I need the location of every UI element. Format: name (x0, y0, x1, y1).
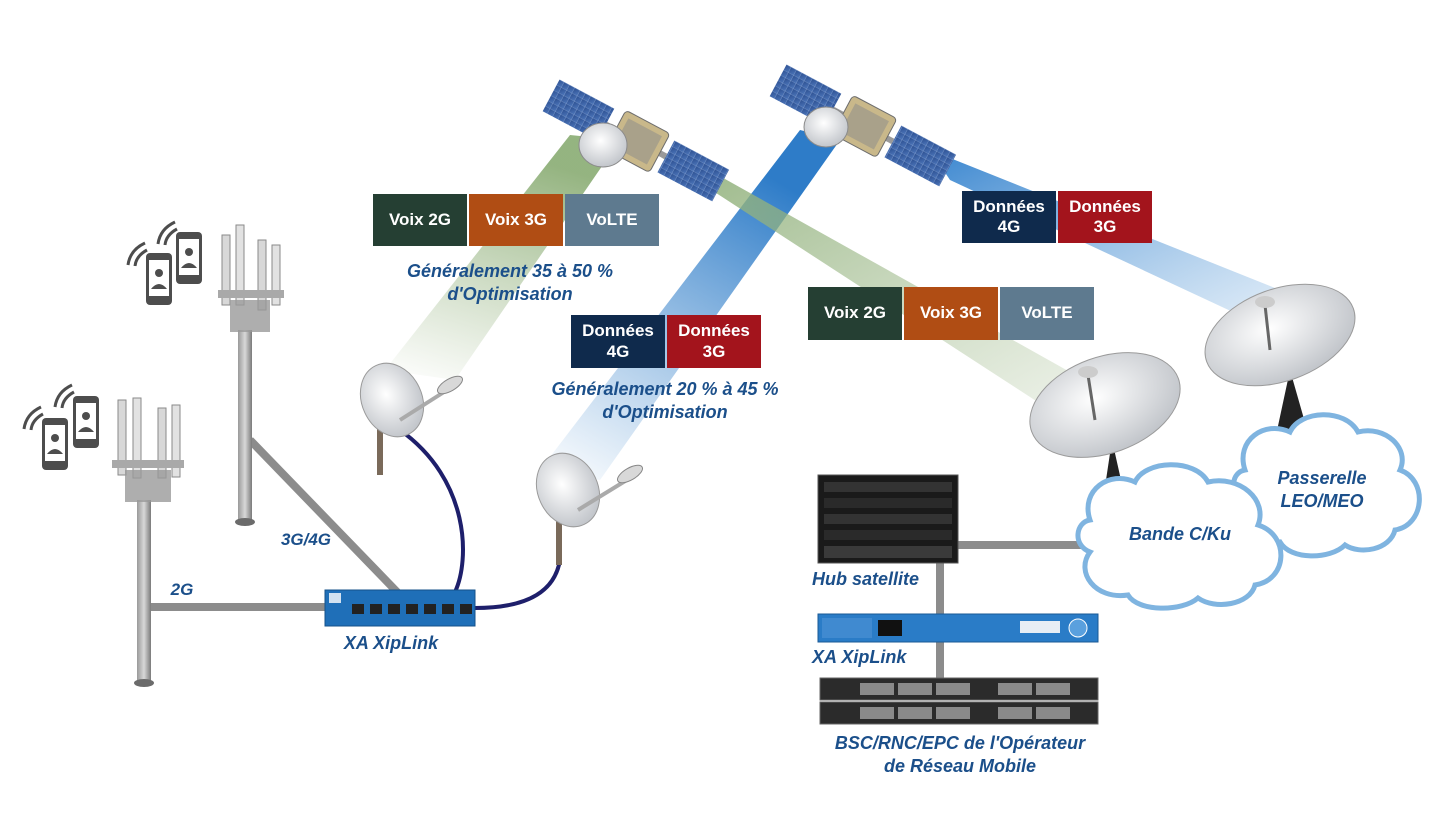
wifi-signal-icon (126, 220, 178, 267)
dish-icon (359, 362, 463, 475)
xa-xiplink-left-label: XA XipLink (343, 633, 439, 653)
data-4g-box: Données 4G (962, 191, 1056, 243)
data-4g-box: Données 4G (571, 315, 665, 368)
backhaul-links (150, 437, 1085, 680)
volte-box: VoLTE (565, 194, 659, 246)
label-line: LEO/MEO (1280, 490, 1364, 511)
link-3g4g-label: 3G/4G (280, 530, 332, 549)
optimization-voice-label: Généralement 35 à 50 % d'Optimisation (380, 260, 640, 305)
box-line: Données (973, 196, 1045, 216)
voice-2g-box: Voix 2G (373, 194, 467, 246)
label-line: Passerelle (1277, 468, 1367, 488)
cloud-icon (1075, 462, 1284, 611)
label-line: BSC/RNC/EPC de l'Opérateur (834, 733, 1086, 753)
link-2g-label: 2G (170, 580, 194, 599)
voice-3g-box: Voix 3G (469, 194, 563, 246)
voice-2g-box: Voix 2G (808, 287, 902, 340)
beam-voice-right (650, 150, 1120, 410)
server-icon (819, 677, 1099, 725)
voice-3g-box: Voix 3G (904, 287, 998, 340)
box-line: 3G (1093, 217, 1117, 236)
data-3g-box: Données 3G (1058, 191, 1152, 243)
wifi-signal-icon (22, 383, 75, 431)
box-line: Données (582, 321, 654, 341)
hub-satellite-label: Hub satellite (812, 569, 920, 589)
smartphone-icon (42, 418, 68, 470)
box-line: 4G (606, 341, 630, 361)
bsc-rnc-epc-label: BSC/RNC/EPC de l'Opérateur de Réseau Mob… (810, 732, 1110, 777)
cloud-band-label: Bande C/Ku (1128, 524, 1231, 544)
label-line: d'Optimisation (447, 283, 573, 304)
smartphone-icon (176, 232, 202, 284)
cell-tower-icon (218, 224, 284, 526)
box-line: Données (1069, 196, 1141, 216)
label-line: Généralement 35 à 50 % (406, 261, 614, 281)
server-icon (817, 474, 959, 564)
dish-icon (535, 452, 643, 565)
dish-icon (803, 106, 849, 148)
smartphone-icon (146, 253, 172, 305)
data-3g-box: Données 3G (667, 315, 761, 368)
box-line: 3G (702, 341, 726, 361)
optimization-data-label: Généralement 20 % à 45 % d'Optimisation (530, 378, 800, 423)
volte-box: VoLTE (1000, 287, 1094, 340)
dish-icon (578, 122, 628, 168)
label-line: Généralement 20 % à 45 % (551, 379, 779, 399)
cell-tower-icon (112, 397, 184, 687)
router-icon (817, 613, 1099, 643)
xa-xiplink-right-label: XA XipLink (812, 647, 907, 667)
box-line: Données (678, 321, 750, 341)
label-line: d'Optimisation (602, 401, 728, 422)
label-line: de Réseau Mobile (883, 755, 1037, 776)
cable-links (398, 428, 562, 610)
router-icon (324, 589, 476, 627)
smartphone-icon (73, 396, 99, 448)
cloud-gateway-label: Passerelle LEO/MEO (1262, 467, 1382, 512)
box-line: 4G (997, 217, 1021, 236)
